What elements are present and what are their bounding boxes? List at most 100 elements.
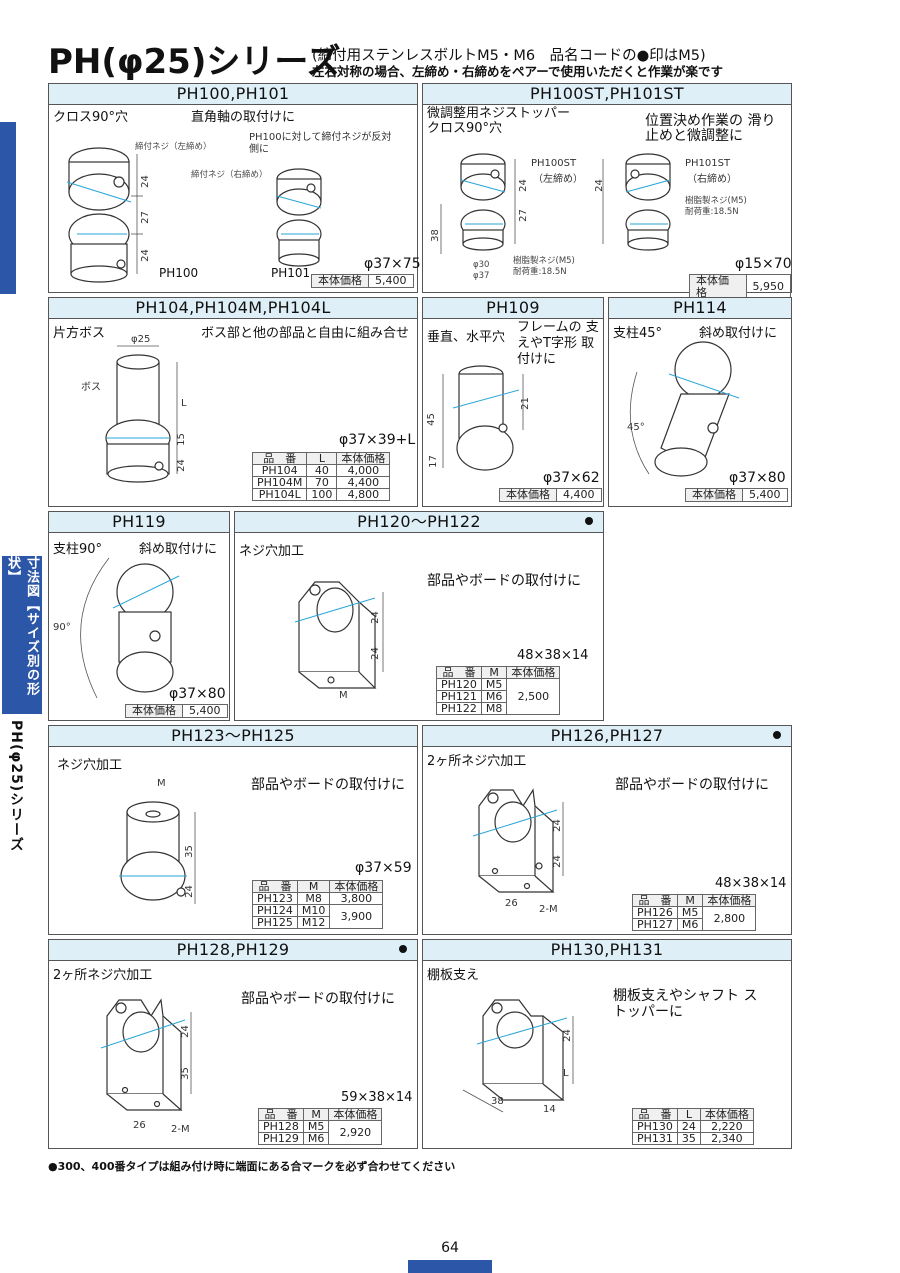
dim-M: M <box>339 690 348 701</box>
panel-title: PH123～PH125 <box>49 726 417 747</box>
angle: 45° <box>627 422 645 433</box>
dim-24-top: 24 <box>551 819 563 832</box>
dim-L: L <box>181 398 187 409</box>
panel-type: 棚板支え <box>427 968 480 983</box>
ph100-drawing <box>66 147 322 283</box>
dim-phi30: φ30 <box>473 260 490 270</box>
size: φ37×80 <box>729 470 786 486</box>
panel-ph126: PH126,PH127 2ヶ所ネジ穴加工 部品やボードの取付けに 24 24 2… <box>422 725 792 935</box>
dim-15: 15 <box>175 433 187 446</box>
panel-title: PH104,PH104M,PH104L <box>49 298 417 319</box>
size: φ37×75 <box>364 256 421 272</box>
dim-14: 14 <box>543 1104 556 1115</box>
size: φ37×59 <box>355 860 412 876</box>
load: 耐荷重:18.5N <box>685 207 739 217</box>
panel-type: ネジ穴加工 <box>57 758 123 773</box>
ph104-drawing <box>105 345 178 483</box>
panel-type: ネジ穴加工 <box>239 544 305 559</box>
panel-title: PH100,PH101 <box>49 84 417 105</box>
dim-26: 26 <box>133 1120 146 1131</box>
panel-type: 支柱90° <box>53 542 103 557</box>
size: φ15×70 <box>735 256 792 272</box>
panel-title: PH114 <box>609 298 791 319</box>
dim-phi25: φ25 <box>131 334 151 345</box>
panel-desc: 部品やボードの取付けに <box>241 991 395 1007</box>
dim-24-top: 24 <box>369 611 381 624</box>
panel-desc: 部品やボードの取付けに <box>427 573 581 589</box>
panel-title: PH100ST,PH101ST <box>423 84 791 105</box>
label-ph101: PH101 <box>271 266 311 280</box>
page-number: 64 <box>441 1240 459 1256</box>
right-screw-label: 締付ネジ（右締め） <box>191 170 268 180</box>
dim-21: 21 <box>519 397 531 410</box>
page-subtitle: (締付用ステンレスボルトM5・M6 品名コードの●印はM5) <box>312 48 706 64</box>
size: φ37×62 <box>543 470 600 486</box>
label-ph100st: PH100ST <box>531 158 577 169</box>
dim-24-bottom: 24 <box>139 249 151 262</box>
resin-screw: 樹脂製ネジ(M5) <box>685 196 747 206</box>
panel-ph123: PH123～PH125 ネジ穴加工 部品やボードの取付けに M 35 24 φ3… <box>48 725 418 935</box>
panel-ph130: PH130,PH131 棚板支え 棚板支えやシャフト ストッパーに 24 L 3… <box>422 939 792 1149</box>
panel-desc: 斜め取付けに <box>699 326 778 341</box>
panel-desc: 斜め取付けに <box>139 542 218 557</box>
dim-45: 45 <box>425 413 437 426</box>
side-series-label: PH(φ25)シリーズ <box>8 720 24 853</box>
boss-label: ボス <box>81 382 101 393</box>
price-table: 本体価格 4,400 <box>499 488 602 502</box>
panel-ph119: PH119 支柱90° 斜め取付けに 90° φ37×80 本体価格 5,400 <box>48 511 230 721</box>
panel-title: PH130,PH131 <box>423 940 791 961</box>
label-ph100st-dir: （左締め） <box>533 174 583 185</box>
size: 48×38×14 <box>715 876 787 891</box>
page-subtitle-note: 左右対称の場合、左締め・右締めをペアーで使用いただくと作業が楽です <box>312 64 724 79</box>
dim-24-bottom: 24 <box>551 855 563 868</box>
load-a: 耐荷重:18.5N <box>513 267 567 277</box>
label-ph100: PH100 <box>159 266 199 280</box>
ph126-drawing <box>472 788 564 893</box>
panel-type: クロス90°穴 <box>53 110 129 125</box>
panel-type: 支柱45° <box>613 326 663 341</box>
price-table: 本体価格 5,400 <box>311 274 414 288</box>
size: φ37×39+L <box>339 432 416 448</box>
ph120-drawing <box>294 581 384 689</box>
dim-26: 26 <box>505 898 518 909</box>
dim-24-bottom: 24 <box>369 647 381 660</box>
label-ph101st-dir: （右締め） <box>687 174 737 185</box>
dim-24: 24 <box>517 179 529 192</box>
price-table: 本体価格 5,400 <box>125 704 228 718</box>
dim-2M: 2-M <box>539 904 558 915</box>
panel-title: PH119 <box>49 512 229 533</box>
panel-desc: 位置決め作業の 滑り止めと微調整に <box>645 113 776 144</box>
panel-desc: 直角軸の取付けに <box>191 110 296 125</box>
side-section-label: 寸法図【サイズ別の形状】 <box>2 556 42 714</box>
ph114-drawing <box>629 341 740 477</box>
ph123-drawing <box>119 801 196 904</box>
dim-17: 17 <box>427 455 439 468</box>
page-number-bar <box>408 1260 492 1273</box>
m5-dot-icon <box>399 945 407 953</box>
ph109-drawing <box>442 365 524 471</box>
panel-desc: ボス部と他の部品と自由に組み合せ <box>201 326 410 341</box>
dim-35: 35 <box>183 845 195 858</box>
dim-38: 38 <box>491 1096 504 1107</box>
panel-desc: 部品やボードの取付けに <box>251 777 405 793</box>
angle: 90° <box>53 622 71 633</box>
m5-dot-icon <box>585 517 593 525</box>
panel-ph100: PH100,PH101 クロス90°穴 直角軸の取付けに PH100に対して締付… <box>48 83 421 293</box>
panel-ph109: PH109 垂直、水平穴 フレームの 支えやT字形 取付けに 45 21 17 … <box>422 297 604 507</box>
dim-24: 24 <box>561 1029 573 1042</box>
